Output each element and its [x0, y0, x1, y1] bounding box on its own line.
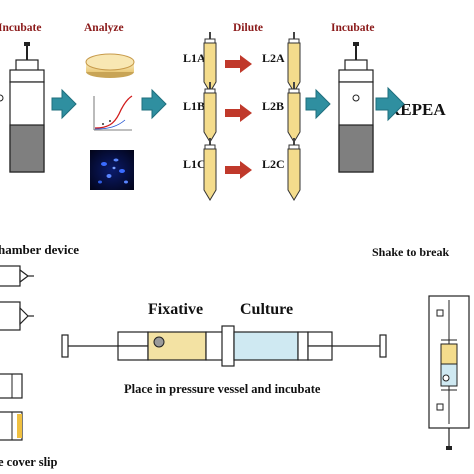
dilute-arrow-b-icon: [225, 104, 252, 122]
cover-slip-label: e cover slip: [0, 455, 58, 469]
growth-curve-icon: [90, 94, 134, 134]
petri-dish-icon: [85, 53, 135, 78]
chamber-device-2: [0, 301, 34, 331]
arrow-1-icon: [51, 88, 77, 120]
chamber-device-label: hamber device: [0, 242, 79, 257]
microscopy-image-icon: [90, 150, 134, 190]
incubator-device-left: [0, 42, 45, 173]
tube-l2c: [287, 138, 301, 201]
arrow-4-icon: [375, 86, 405, 122]
step-label-dilute: Dilute: [233, 22, 264, 34]
tube-label-l1a: L1A: [183, 51, 206, 65]
step-label-analyze: Analyze: [84, 22, 124, 34]
tube-l1b: [203, 82, 217, 143]
tube-label-l2b: L2B: [262, 99, 285, 113]
shake-to-break-label: Shake to break: [372, 245, 450, 259]
incubator-device-right: [338, 42, 374, 173]
culture-label: Culture: [240, 301, 294, 318]
tube-label-l1c: L1C: [183, 157, 206, 171]
arrow-2-icon: [141, 88, 167, 120]
tube-l1c: [203, 138, 217, 201]
arrow-3-icon: [305, 88, 331, 120]
tube-l2a: [287, 32, 301, 93]
dilute-arrow-a-icon: [225, 55, 252, 73]
pressure-syringe: [61, 325, 387, 367]
tube-label-l2c: L2C: [262, 157, 285, 171]
tube-l1a: [203, 32, 217, 93]
tube-label-l2a: L2A: [262, 51, 285, 65]
fixative-label: Fixative: [148, 301, 204, 318]
cover-slip-device-2: [0, 411, 23, 441]
step-label-incubate-right: Incubate: [331, 22, 375, 34]
chamber-device-1: [0, 265, 34, 287]
culture-chamber: [233, 331, 299, 361]
cover-slip-device-1: [0, 373, 23, 399]
tube-l2b: [287, 82, 301, 143]
tube-label-l1b: L1B: [183, 99, 206, 113]
step-label-incubate-left: Incubate: [0, 22, 42, 34]
pressure-caption: Place in pressure vessel and incubate: [124, 382, 321, 396]
shake-break-device: [428, 295, 470, 450]
dilute-arrow-c-icon: [225, 161, 252, 179]
